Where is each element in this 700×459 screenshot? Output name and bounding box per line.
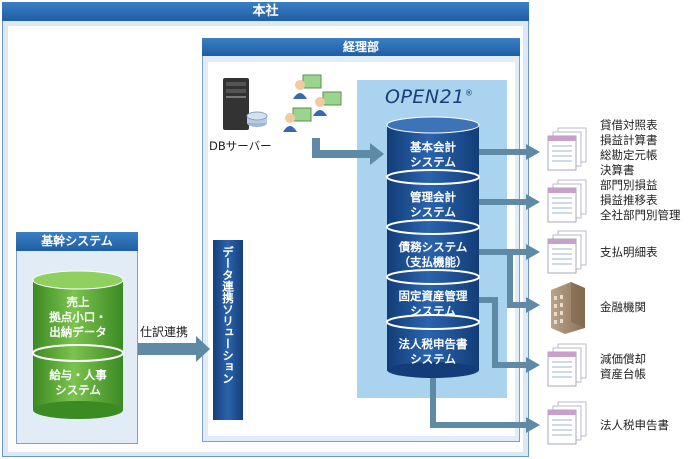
solution-bar <box>213 240 243 420</box>
document-stack-icon <box>547 127 587 171</box>
users-pc-icon <box>283 74 342 132</box>
flow-label: 仕訳連携 <box>140 325 189 339</box>
module-hojinzei: 法人税申告書 システム <box>398 337 468 366</box>
output-label-financial-statements: 貸借対照表 損益計算書 総勘定元帳 決算書 <box>600 118 658 177</box>
kikan-title: 基幹システム <box>41 234 113 248</box>
output-label-department-reports: 部門別損益 損益推移表 全社部門別管理 <box>600 178 681 222</box>
output-connectors <box>430 149 528 428</box>
module-kotei-shisan: 固定資産管理 システム <box>398 289 468 318</box>
keiribu-header: 経理部 <box>202 38 520 56</box>
honsha-title: 本社 <box>252 4 279 19</box>
honsha-header: 本社 <box>2 2 529 21</box>
open21-brand: OPEN21 <box>385 86 465 108</box>
keiribu-title: 経理部 <box>342 40 379 54</box>
module-saimu: 債務システム （支払機能） <box>398 240 468 269</box>
kikan-cylinder <box>32 270 124 419</box>
open21-logo: OPEN21® <box>385 86 473 108</box>
db-server-label: DBサーバー <box>209 139 272 153</box>
document-stack-icon <box>547 343 587 387</box>
output-label-payment-statement: 支払明細表 <box>600 245 658 259</box>
open21-reg-mark: ® <box>464 88 474 98</box>
open21-cylinder-stack <box>386 116 480 378</box>
document-stack-icon <box>547 401 587 445</box>
module-kihon-kaikei: 基本会計 システム <box>410 140 456 169</box>
solution-label: データ連携ソリューション <box>221 246 235 384</box>
output-label-bank: 金融機関 <box>600 300 646 314</box>
output-arrowheads <box>526 144 540 433</box>
kikan-cyl-bottom-label: 給与・人事 システム <box>49 368 107 397</box>
document-icons <box>547 127 587 445</box>
module-kanri-kaikei: 管理会計 システム <box>410 190 456 219</box>
output-label-corporate-tax: 法人税申告書 <box>600 418 669 432</box>
flow-arrows <box>138 138 384 362</box>
kikan-cyl-top-label: 売上 拠点小口・ 出納データ <box>49 295 107 339</box>
output-label-depreciation: 減価償却 資産台帳 <box>600 352 646 381</box>
kikan-header: 基幹システム <box>16 232 138 251</box>
bank-building-icon <box>551 282 585 334</box>
db-server-icon <box>223 78 268 130</box>
document-stack-icon <box>547 179 587 223</box>
document-stack-icon <box>547 230 587 274</box>
